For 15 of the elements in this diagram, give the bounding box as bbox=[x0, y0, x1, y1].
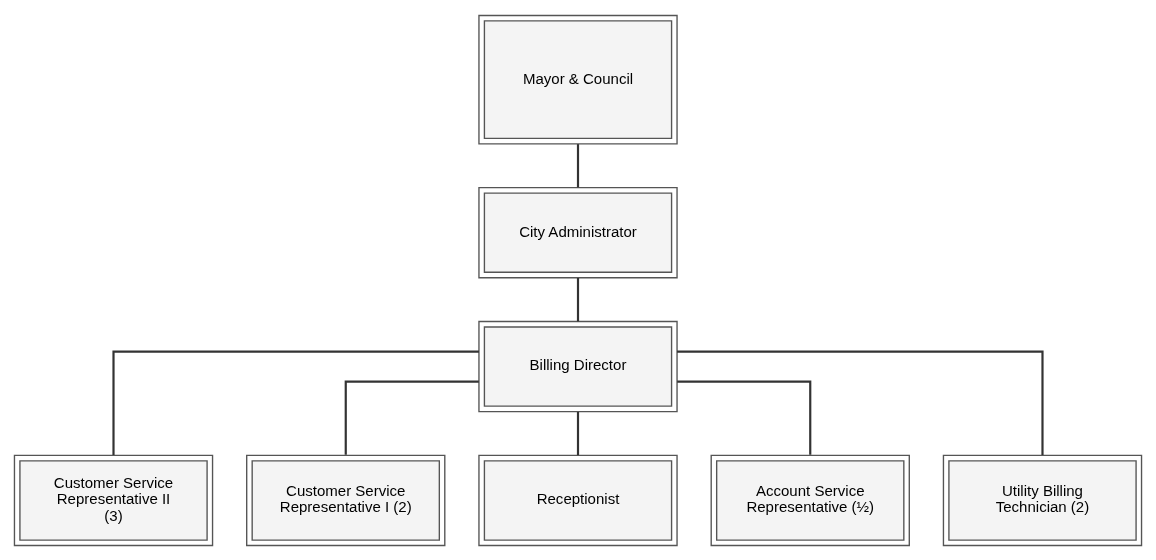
connector bbox=[677, 380, 812, 455]
node-box: Mayor & Council bbox=[478, 14, 678, 145]
node-box: Utility Billing Technician (2) bbox=[942, 454, 1143, 546]
node-box: Account Service Representative (½) bbox=[710, 454, 910, 546]
connector bbox=[576, 411, 580, 455]
node-box: Receptionist bbox=[478, 454, 678, 546]
node-box: City Administrator bbox=[478, 186, 678, 278]
node-box: Customer Service Representative II (3) bbox=[13, 454, 214, 546]
connector bbox=[677, 349, 1044, 455]
connector bbox=[576, 143, 580, 187]
connector bbox=[576, 277, 580, 321]
connector bbox=[344, 380, 479, 455]
node-box: Billing Director bbox=[478, 320, 678, 412]
connector bbox=[112, 349, 479, 455]
node-box: Customer Service Representative I (2) bbox=[246, 454, 446, 546]
